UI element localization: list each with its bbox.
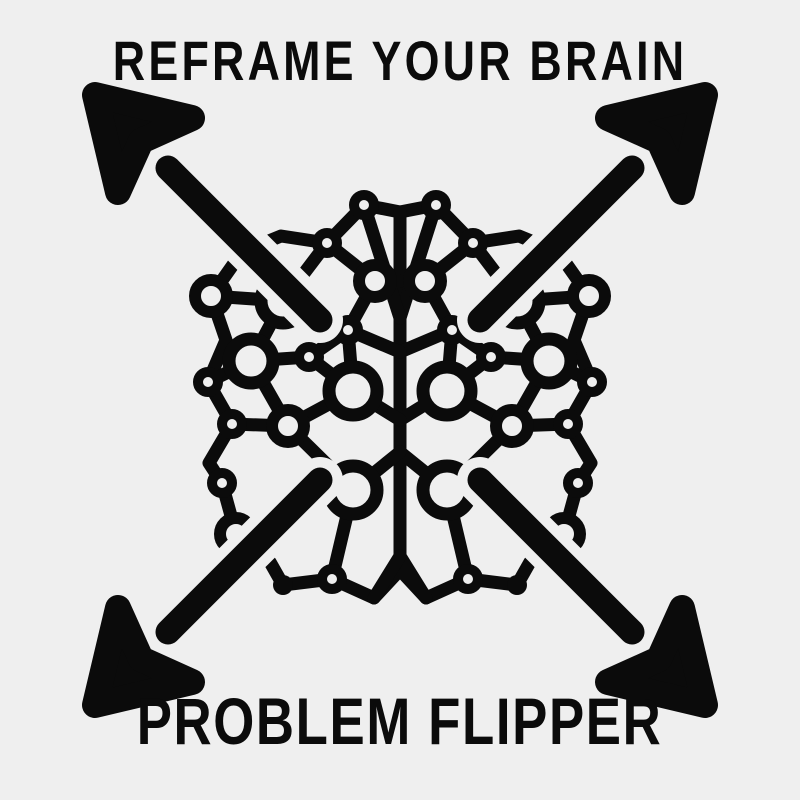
brain-node bbox=[193, 367, 223, 397]
arrow-shaft-bottom-right bbox=[467, 467, 645, 645]
brain-node bbox=[520, 332, 578, 390]
arrow-shaft-top-right bbox=[467, 155, 645, 333]
brain-node bbox=[458, 228, 488, 258]
brain-node bbox=[189, 274, 233, 318]
brain-node bbox=[353, 259, 397, 303]
brain-node bbox=[322, 360, 384, 422]
brain-node bbox=[567, 274, 611, 318]
bottom-title-text: PROBLEM FLIPPER bbox=[137, 684, 663, 758]
brain-node bbox=[507, 575, 527, 595]
brain-node bbox=[312, 228, 342, 258]
arrow-shaft-bottom-left bbox=[155, 467, 333, 645]
brain-node bbox=[553, 409, 583, 439]
arrow-head-top-right bbox=[595, 82, 718, 205]
brain-node bbox=[563, 468, 593, 498]
arrow-head-top-left bbox=[82, 82, 205, 205]
top-title: REFRAME YOUR BRAIN bbox=[0, 33, 800, 89]
brain-node bbox=[416, 360, 478, 422]
brain-node bbox=[207, 468, 237, 498]
brain-node bbox=[453, 564, 483, 594]
brain-node bbox=[266, 404, 310, 448]
brain-edge bbox=[393, 549, 433, 605]
brain-node bbox=[317, 564, 347, 594]
top-title-text: REFRAME YOUR BRAIN bbox=[112, 29, 688, 92]
arrow-shaft-top-left bbox=[155, 155, 333, 333]
bottom-title: PROBLEM FLIPPER bbox=[0, 688, 800, 754]
brain-node bbox=[577, 367, 607, 397]
brain-node bbox=[217, 409, 247, 439]
brain-node bbox=[222, 332, 280, 390]
brain-node bbox=[403, 259, 447, 303]
brain-edge bbox=[367, 549, 407, 605]
brain-node bbox=[421, 190, 451, 220]
brain-node bbox=[476, 342, 506, 372]
brain-node bbox=[273, 575, 293, 595]
brain-node bbox=[349, 190, 379, 220]
arrow-head-bottom-right bbox=[595, 595, 718, 718]
brain-node bbox=[490, 404, 534, 448]
brain-node bbox=[294, 342, 324, 372]
arrow-head-bottom-left bbox=[82, 595, 205, 718]
